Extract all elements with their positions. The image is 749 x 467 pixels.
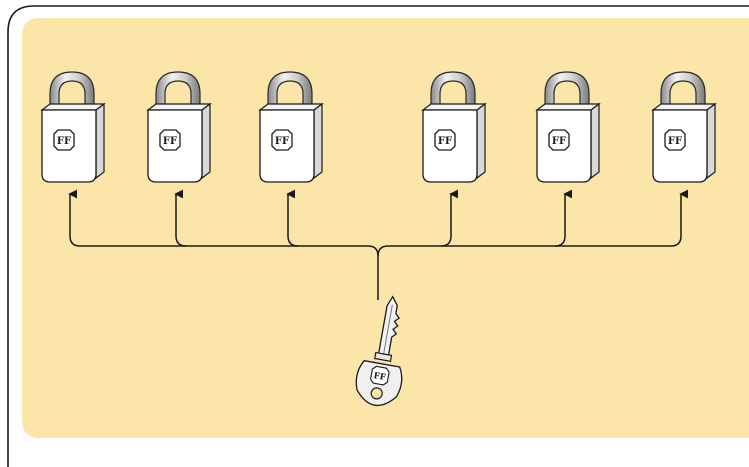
- connector-branch: [440, 189, 459, 247]
- connector-branch: [286, 189, 299, 247]
- lock-emblem-label: FF: [438, 136, 452, 147]
- lock-emblem: FF: [369, 365, 390, 386]
- key-icon: FF: [355, 295, 403, 407]
- padlock-icon: FF: [421, 71, 487, 183]
- lock-emblem: FF: [548, 129, 570, 151]
- lock-emblem-label: FF: [552, 136, 566, 147]
- connector-lines: [68, 189, 689, 300]
- padlock-icon: FF: [535, 71, 601, 183]
- key-ring-hole: [370, 387, 383, 400]
- padlock-icon: FF: [651, 71, 717, 183]
- lock-emblem: FF: [664, 129, 686, 151]
- padlock-row: FF FF FF FF FF FF: [40, 71, 717, 183]
- padlock-icon: FF: [146, 71, 212, 183]
- lock-emblem-label: FF: [163, 136, 177, 147]
- lock-emblem: FF: [434, 129, 456, 151]
- lock-emblem: FF: [271, 129, 293, 151]
- lock-emblem-label: FF: [373, 371, 387, 383]
- connector-branch: [554, 189, 573, 247]
- diagram-frame: [7, 5, 749, 467]
- lock-emblem-label: FF: [57, 136, 71, 147]
- connector-trunk-right: [377, 189, 689, 257]
- padlock-icon: FF: [258, 71, 324, 183]
- lock-emblem-label: FF: [668, 136, 682, 147]
- lock-emblem: FF: [159, 129, 181, 151]
- connector-trunk-left: [68, 189, 379, 300]
- padlock-icon: FF: [40, 71, 106, 183]
- connector-branch: [174, 189, 187, 247]
- lock-emblem-label: FF: [275, 136, 289, 147]
- lock-emblem: FF: [53, 129, 75, 151]
